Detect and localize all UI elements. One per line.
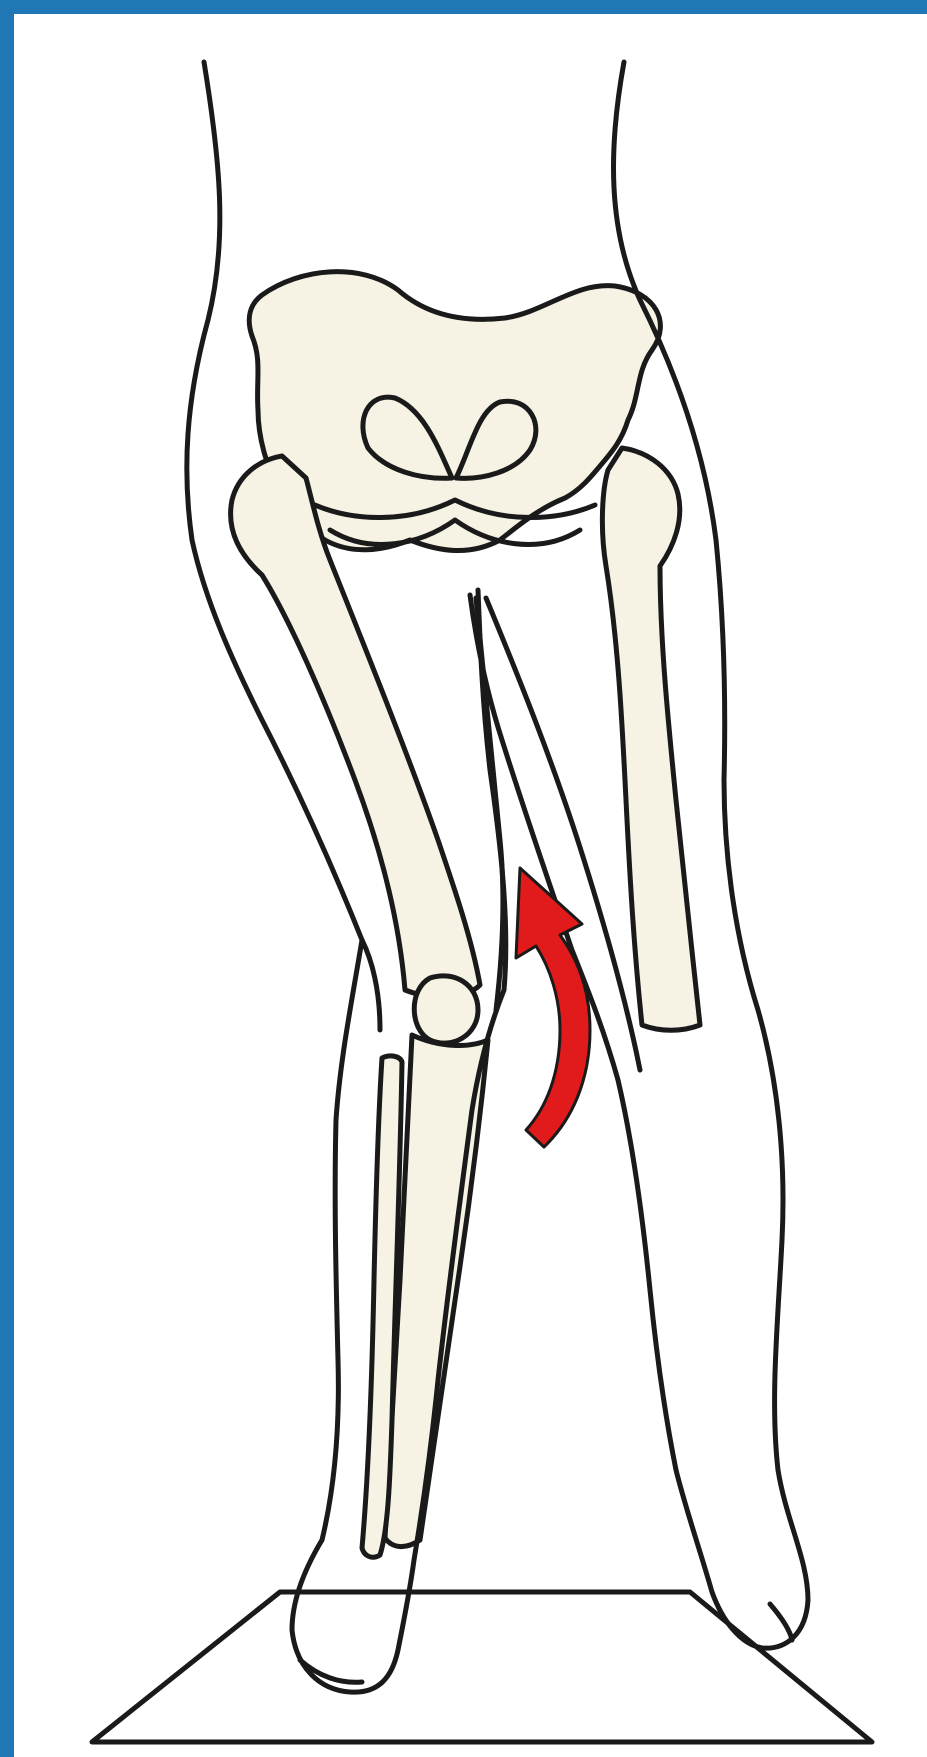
step-platform (92, 1592, 872, 1742)
right-femur (602, 448, 700, 1030)
left-knee-detail (362, 940, 380, 1030)
left-patella (414, 976, 478, 1043)
rotation-arrow (516, 868, 590, 1147)
skeleton (231, 272, 700, 1558)
curved-arrow-icon (516, 868, 590, 1147)
right-toes-detail (770, 1604, 792, 1640)
left-leg-inner-line (476, 598, 503, 1010)
